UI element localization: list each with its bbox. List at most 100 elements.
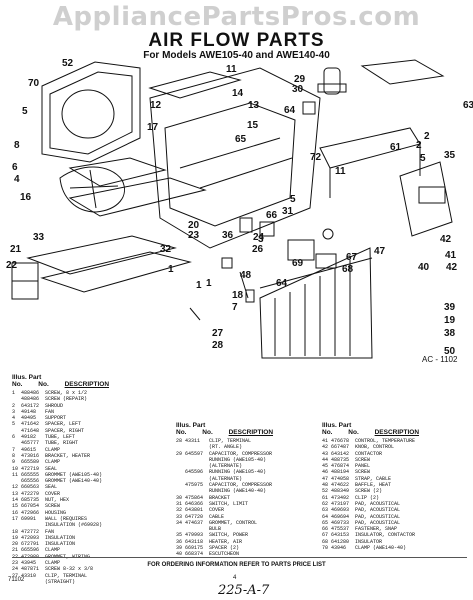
part-description: SHROUD [45, 402, 64, 409]
illus-number: 29 [176, 450, 183, 457]
illus-number: 68 [322, 538, 329, 545]
part-number: 472279 [21, 490, 40, 497]
part-number: 475864 [185, 494, 204, 501]
part-description: PAD, ACOUSTICAL [355, 500, 401, 507]
page-title: AIR FLOW PARTS [148, 30, 325, 51]
part-description: (RT. ANGLE) [209, 444, 243, 451]
part-number: 645597 [185, 450, 204, 457]
part-number: 645596 [185, 469, 204, 476]
cover-drawing [148, 71, 242, 99]
illus-number: 23 [12, 560, 19, 567]
callout: 23 [188, 230, 200, 241]
part-description: SUPPORT [45, 415, 67, 422]
part-number: 469693 [331, 507, 350, 514]
part-description: PAD, ACOUSTICAL [355, 507, 401, 514]
part-number: 643172 [21, 402, 40, 409]
callout: 14 [232, 88, 244, 99]
part-description: FASTENER, SNAP [355, 526, 398, 533]
illus-number: 31 [176, 500, 183, 507]
callout: 64 [276, 278, 288, 289]
part-description: CLAMP [45, 459, 61, 466]
part-description: PAD, ACOUSTICAL [355, 513, 401, 520]
illus-number: 61 [322, 494, 329, 501]
shroud-drawing [41, 61, 141, 163]
illus-number: 2 [12, 402, 16, 409]
illus-number: 63 [322, 507, 329, 514]
illus-number: 1 [12, 390, 16, 396]
part-description: BULB [209, 526, 222, 533]
part-description: GROMMET (AWE105-40) [45, 471, 103, 478]
illus-number: 33 [176, 513, 183, 520]
part-number: 488194 [331, 469, 350, 476]
part-number: 488349 [331, 488, 350, 495]
part-number: 43311 [185, 438, 201, 444]
part-description: (STRAIGHT) [45, 578, 76, 585]
part-description: SCREW [45, 503, 61, 510]
part-number: 476678 [331, 438, 350, 444]
part-description: CLAMP [45, 446, 61, 453]
part-number: 49495 [21, 415, 37, 422]
part-description: INSULATION (#69928) [45, 522, 103, 529]
part-number: 660563 [21, 484, 40, 491]
callout: 48 [240, 270, 252, 281]
illus-number: 21 [12, 547, 19, 554]
illus-number: 41 [322, 438, 329, 444]
part-number: 473492 [331, 494, 350, 501]
part-description: HOUSING [45, 509, 67, 516]
part-number: 472966 [21, 509, 40, 516]
handwritten-note: 225-A-7 [218, 583, 270, 598]
illus-number: 16 [12, 509, 19, 516]
illus-number: 10 [12, 465, 19, 472]
callout: 7 [232, 302, 238, 313]
illus-number: 22 [12, 554, 21, 560]
part-number: 472980 [21, 554, 45, 560]
part-number: 643801 [185, 507, 204, 514]
part-description: (ALTERNATE) [209, 463, 243, 470]
callout: 61 [390, 142, 402, 153]
part-description: SCREW, 8 x 1/2 [45, 390, 88, 396]
callout: 1 [206, 278, 212, 289]
part-number: 665589 [21, 459, 40, 466]
part-number: 643118 [185, 538, 204, 545]
part-description: CONTROL, TEMPERATURE [355, 438, 416, 444]
callout: 5 [22, 106, 28, 117]
parts-list-row: BULB [176, 526, 272, 532]
part-description: HEATER, AIR [209, 538, 243, 545]
illus-number: 30 [176, 494, 183, 501]
part-number: 472772 [21, 528, 40, 535]
illus-number: 5 [12, 421, 16, 428]
part-number: 471642 [21, 421, 40, 428]
part-number: 646366 [185, 500, 204, 507]
part-description: NUT, HEX [45, 497, 70, 504]
callout: 69 [292, 258, 304, 269]
part-number: 476874 [331, 463, 350, 470]
callout: 15 [247, 120, 259, 131]
illus-number: 7 [12, 446, 16, 453]
part-description: INSULATION [45, 541, 76, 548]
callout: 16 [20, 192, 32, 203]
fan-drawing [59, 166, 125, 213]
illus-number: 44 [322, 456, 329, 463]
part-number: 488486 [21, 390, 40, 396]
part-description: CLAMP (AWE140-40) [355, 545, 407, 552]
illus-number: 11 [12, 471, 19, 478]
illus-number: 20 [12, 541, 19, 548]
part-number: 669175 [185, 545, 204, 552]
callout: 42 [440, 234, 452, 245]
callout: 2 [424, 131, 430, 142]
callout: 31 [282, 206, 294, 217]
